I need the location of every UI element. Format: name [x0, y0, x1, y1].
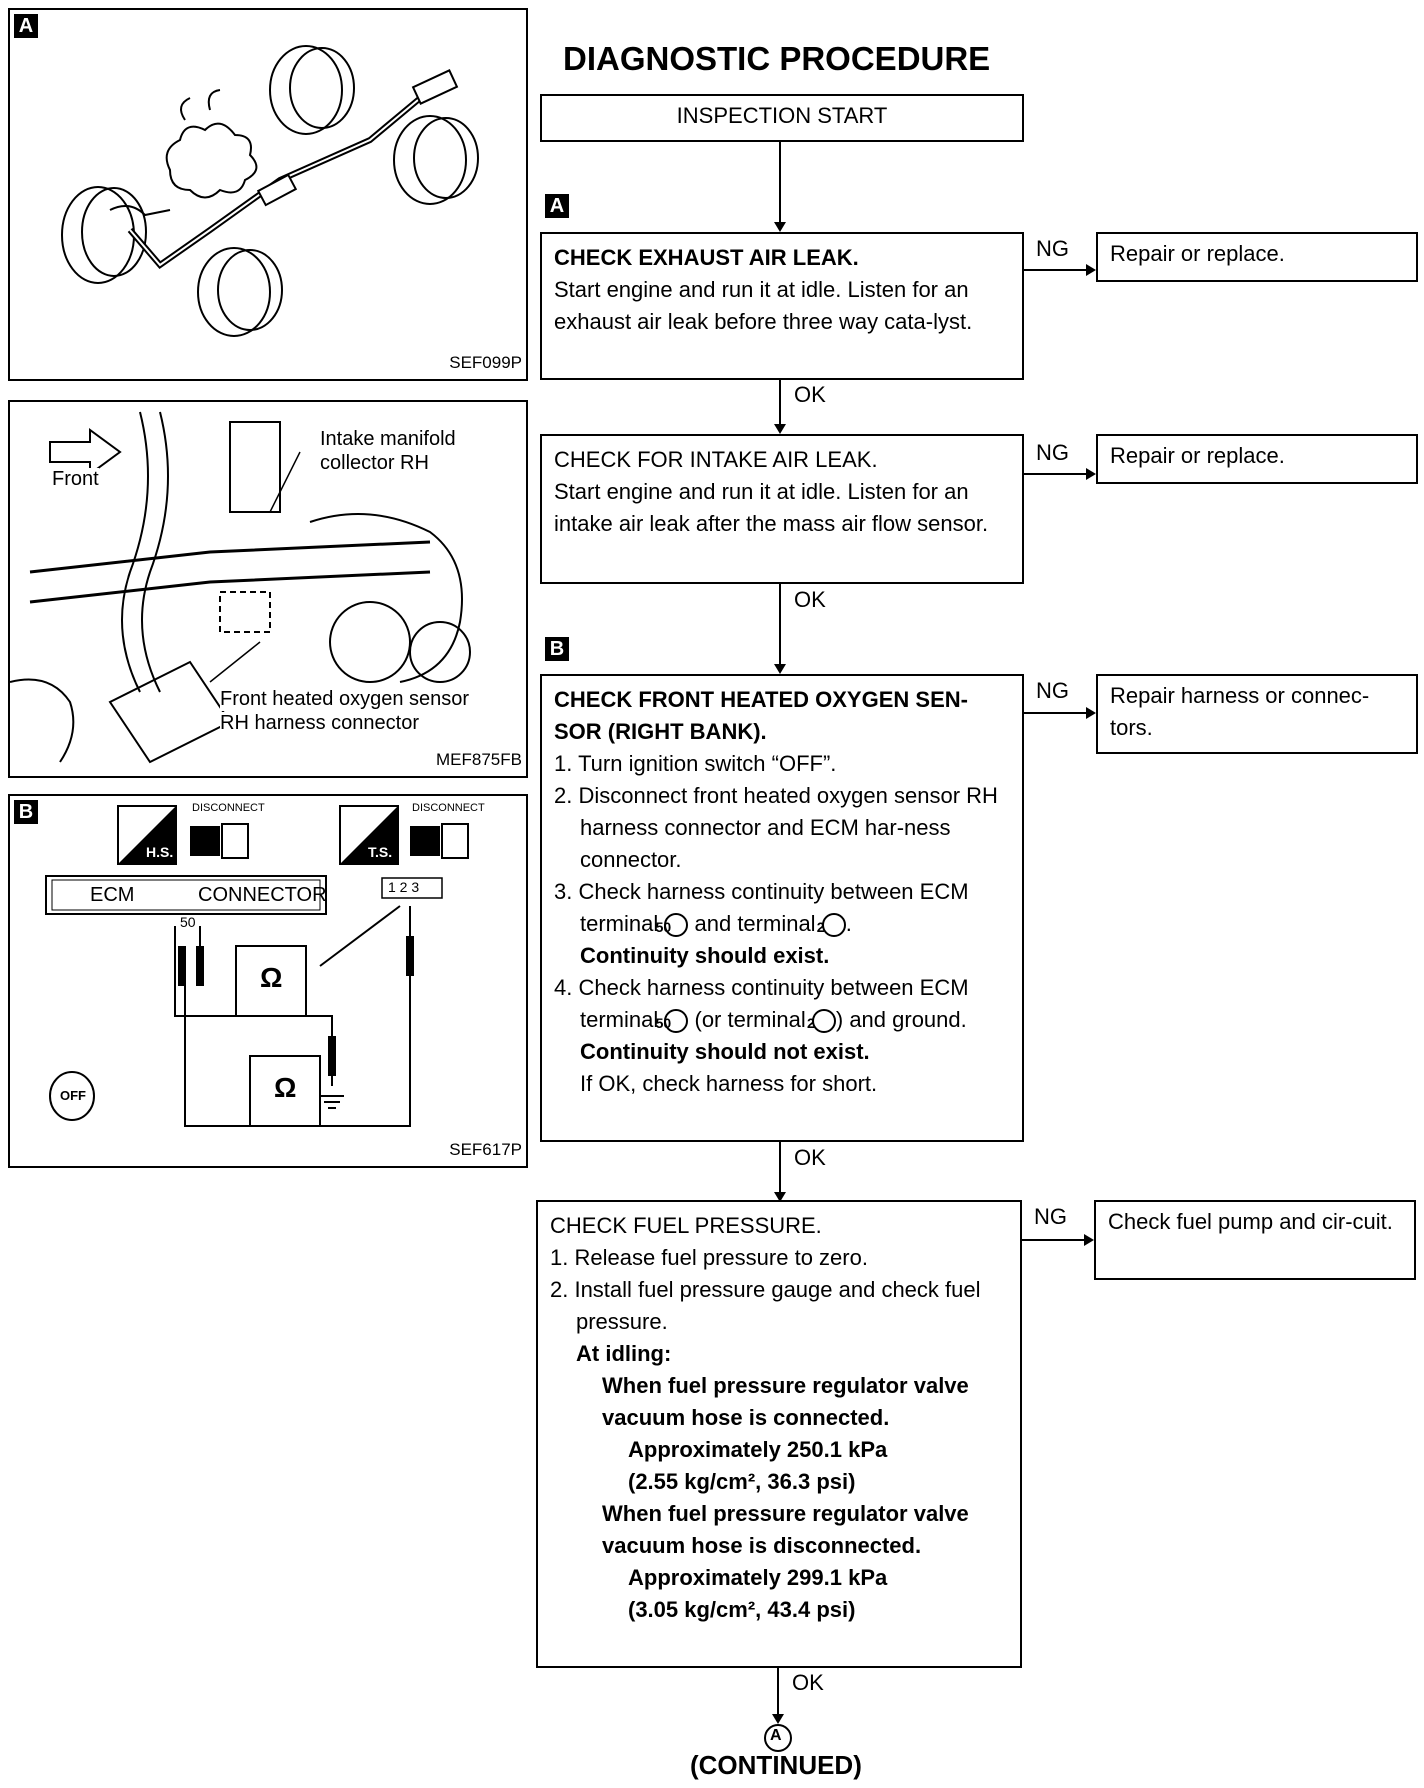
step-item-text: 4. Check harness continuity between ECM … — [554, 975, 969, 1032]
connector-label: CONNECTOR — [198, 884, 327, 906]
ng-action-text: Repair or replace. — [1110, 443, 1285, 468]
ng-action-text: Repair or replace. — [1110, 241, 1285, 266]
step-intake-air-leak: CHECK FOR INTAKE AIR LEAK. Start engine … — [540, 434, 1024, 584]
connector-symbol-a: A — [770, 1727, 782, 1744]
condition-connected: When fuel pressure regulator valve vacuu… — [602, 1373, 969, 1430]
ng-action-box: Repair harness or connec-tors. — [1096, 674, 1418, 754]
sensor-label-1: Front heated oxygen sensor — [220, 688, 470, 711]
value-connected: Approximately 250.1 kPa — [628, 1437, 888, 1462]
step-note: If OK, check harness for short. — [580, 1071, 878, 1096]
terminal-50-badge: 50 — [656, 1009, 689, 1034]
step-result: Continuity should not exist. — [580, 1039, 870, 1064]
ohm-symbol-2: Ω — [274, 1072, 297, 1103]
intake-label-1: Intake manifold — [320, 428, 456, 451]
step-item-text: and terminal — [694, 911, 816, 936]
value-disconnected: Approximately 299.1 kPa — [628, 1565, 888, 1590]
step-heading: CHECK EXHAUST AIR LEAK. — [554, 245, 859, 270]
continued-label: (CONTINUED) — [690, 1750, 862, 1780]
ng-action-text: Repair harness or connec-tors. — [1110, 683, 1370, 740]
terminal-2-badge: 2 — [817, 913, 846, 938]
step-item-text: (or terminal — [694, 1007, 806, 1032]
ng-label: NG — [1034, 1204, 1067, 1229]
inspection-start-label: INSPECTION START — [676, 103, 888, 128]
ts-label: T.S. — [368, 844, 393, 860]
disconnect-label-2: DISCONNECT — [412, 802, 485, 814]
hs-label: H.S. — [146, 844, 174, 860]
front-label: Front — [52, 468, 99, 491]
ng-action-box: Repair or replace. — [1096, 232, 1418, 282]
step-result: Continuity should exist. — [580, 943, 830, 968]
figure-code: SEF099P — [449, 353, 522, 372]
ok-label: OK — [794, 382, 826, 407]
ng-label: NG — [1036, 236, 1069, 261]
ohm-symbol-1: Ω — [260, 962, 283, 993]
step-exhaust-air-leak: CHECK EXHAUST AIR LEAK. Start engine and… — [540, 232, 1024, 380]
pins-label: 1 2 3 — [388, 879, 420, 895]
figure-tag: B — [14, 800, 38, 824]
figure-continuity-check: B DISCONNECT DISCONNECT — [8, 794, 528, 1168]
condition-disconnected: When fuel pressure regulator valve vacuu… — [602, 1501, 969, 1558]
idle-label: At idling: — [576, 1341, 672, 1366]
step-item: 2. Install fuel pressure gauge and check… — [550, 1277, 981, 1334]
step-fuel-pressure: CHECK FUEL PRESSURE. 1. Release fuel pre… — [536, 1200, 1022, 1668]
ng-action-box: Repair or replace. — [1096, 434, 1418, 484]
step-item: 4. Check harness continuity between ECM … — [554, 972, 1010, 1036]
ng-label: NG — [1036, 678, 1069, 703]
disconnect-label-1: DISCONNECT — [192, 802, 265, 814]
step-heading: CHECK FUEL PRESSURE. — [550, 1213, 822, 1238]
step-item: 3. Check harness continuity between ECM … — [554, 879, 969, 938]
ignition-off-label: OFF — [60, 1088, 86, 1103]
terminal-50-badge: 50 — [656, 913, 689, 938]
inspection-start-box: INSPECTION START — [540, 94, 1024, 142]
figure-tag: A — [14, 14, 38, 38]
engine-bay-illustration — [10, 411, 471, 764]
step-heading: CHECK FOR INTAKE AIR LEAK. — [554, 447, 878, 472]
step-item-text: 3. Check harness continuity between ECM … — [554, 879, 969, 936]
step-item: 1. Release fuel pressure to zero. — [550, 1245, 868, 1270]
intake-label-2: collector RH — [320, 452, 429, 475]
continuity-diagram — [45, 805, 469, 1127]
value-disconnected-alt: (3.05 kg/cm², 43.4 psi) — [628, 1597, 856, 1622]
exhaust-illustration — [61, 45, 479, 337]
figure-code: MEF875FB — [436, 750, 522, 769]
step-item-text: ) and ground. — [835, 1007, 967, 1032]
figure-code: SEF617P — [449, 1140, 522, 1159]
step-body: Start engine and run it at idle. Listen … — [554, 479, 989, 536]
ok-label: OK — [792, 1670, 824, 1695]
step-heading: CHECK FRONT HEATED OXYGEN SEN-SOR (RIGHT… — [554, 687, 968, 744]
terminal-2-badge: 2 — [807, 1009, 836, 1034]
ng-action-box: Check fuel pump and cir-cuit. — [1094, 1200, 1416, 1280]
figure-exhaust-leak: A SEF099P — [8, 8, 528, 381]
ecm-label: ECM — [90, 884, 135, 906]
sensor-label-2: RH harness connector — [220, 712, 419, 735]
step-body: Start engine and run it at idle. Listen … — [554, 277, 973, 334]
step-marker-b: B — [545, 637, 569, 661]
step-front-heated-oxygen-sensor: CHECK FRONT HEATED OXYGEN SEN-SOR (RIGHT… — [540, 674, 1024, 1142]
step-marker-a: A — [545, 194, 569, 218]
page-title: DIAGNOSTIC PROCEDURE — [563, 40, 991, 77]
value-connected-alt: (2.55 kg/cm², 36.3 psi) — [628, 1469, 856, 1494]
pin-50-label: 50 — [180, 914, 196, 930]
figure-engine-bay: Front Intake manifold collector RH Front… — [8, 400, 528, 778]
step-item: 2. Disconnect front heated oxygen sensor… — [554, 783, 998, 872]
ok-label: OK — [794, 1145, 826, 1170]
ng-label: NG — [1036, 440, 1069, 465]
ng-action-text: Check fuel pump and cir-cuit. — [1108, 1209, 1393, 1234]
ok-label: OK — [794, 587, 826, 612]
step-item: 1. Turn ignition switch “OFF”. — [554, 751, 837, 776]
